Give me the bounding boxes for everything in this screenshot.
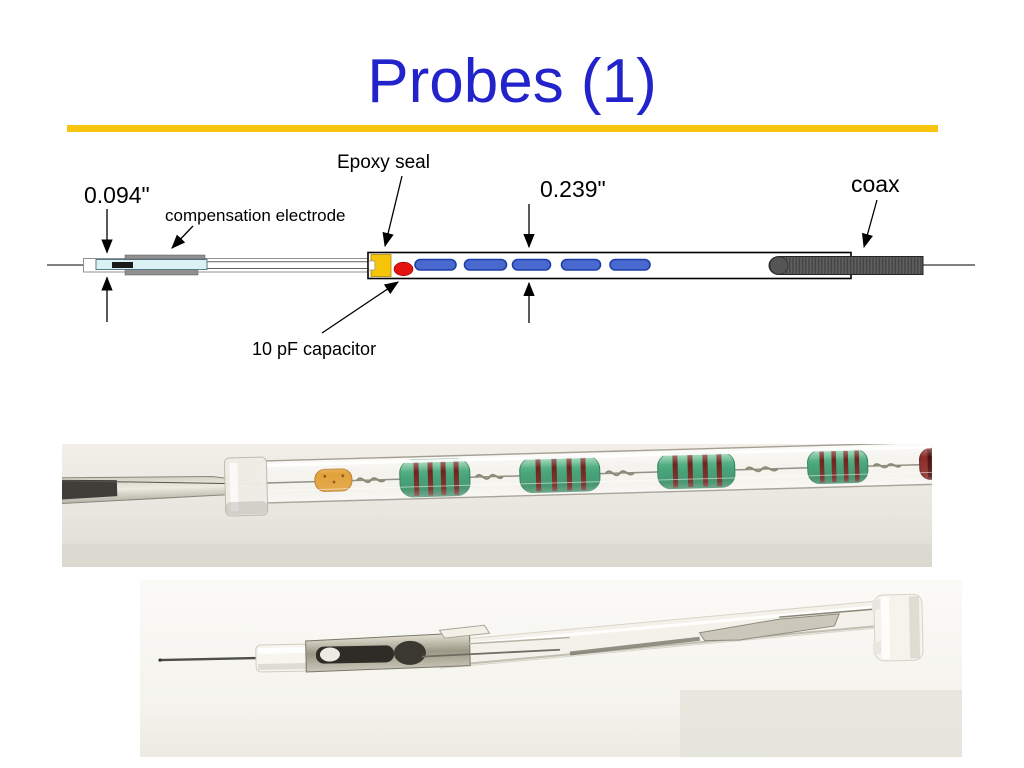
translucent-plug [223, 456, 269, 517]
glass-reflection [261, 444, 932, 504]
electrode-sleeve-top [124, 254, 206, 260]
callout-arrows [171, 175, 878, 334]
electrode-sleeve-bottom [124, 270, 199, 276]
label-compensation-electrode: compensation electrode [165, 206, 346, 225]
label-capacitor: 10 pF capacitor [252, 339, 376, 359]
coax-hatch-texture [769, 256, 923, 275]
epoxy-seal-notch [368, 260, 376, 271]
glass-tube-top-edge [261, 444, 932, 462]
label-dim-body: 0.239" [540, 176, 606, 202]
foil-patch [698, 613, 840, 642]
metal-clip [305, 624, 570, 673]
probe-schematic-diagram: Epoxy seal 0.094" compensation electrode… [47, 152, 975, 359]
label-epoxy-seal: Epoxy seal [337, 152, 430, 173]
solder-blob [393, 640, 426, 665]
photo2-corner-shadow [680, 690, 962, 757]
photo1-shadow-band [62, 544, 932, 567]
slide-title: Probes (1) [367, 47, 657, 116]
clip-wing [438, 624, 491, 639]
dimension-arrows [101, 204, 535, 323]
capacitor-shape [393, 261, 414, 277]
electrode-tube [95, 259, 208, 270]
tube-wire [779, 608, 875, 618]
title-accent-bar [67, 125, 938, 132]
glass-highlight-low [267, 471, 932, 492]
white-ferrule [255, 643, 309, 673]
label-dim-tip: 0.094" [84, 182, 150, 208]
glass-highlight [266, 445, 932, 467]
electrode-dark-element [112, 262, 133, 268]
resistor-dashes [414, 258, 651, 271]
probe-needle [159, 656, 259, 662]
cable-end-plug [871, 593, 924, 662]
resistor-string-in-glass-tube-photo [62, 444, 932, 567]
needle-tip [158, 658, 162, 662]
blade-dark-tip [62, 479, 118, 500]
cable-bottom-shade [440, 622, 905, 668]
solder-streak [569, 636, 700, 656]
probe-tip-with-metal-clip-photo [140, 580, 962, 757]
label-coax: coax [851, 171, 900, 197]
glass-tube-bottom-edge [262, 483, 932, 504]
cable-top-highlight [442, 603, 902, 648]
coax-end-cap [769, 256, 789, 275]
